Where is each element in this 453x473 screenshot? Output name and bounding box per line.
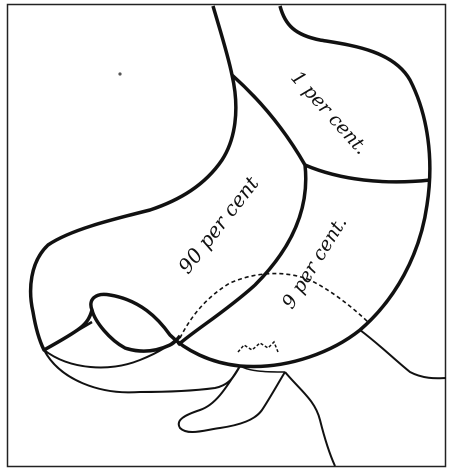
intestine-loop [179, 366, 285, 432]
label-lower-region: 9 per cent. [278, 212, 352, 312]
dotted-arc [238, 342, 278, 352]
stomach-outline [31, 6, 430, 367]
label-middle-region: 90 per cent [173, 171, 264, 278]
right-tract-outer [360, 330, 446, 378]
duodenum-lower [44, 350, 240, 392]
dashed-contour [180, 274, 368, 338]
upper-horizontal-line [305, 165, 430, 182]
figure-border [8, 5, 446, 467]
right-tract [285, 372, 335, 466]
speck-mark [118, 72, 121, 75]
label-top-region: 1 per cent. [286, 67, 372, 159]
pylorus-division-line [44, 322, 92, 350]
